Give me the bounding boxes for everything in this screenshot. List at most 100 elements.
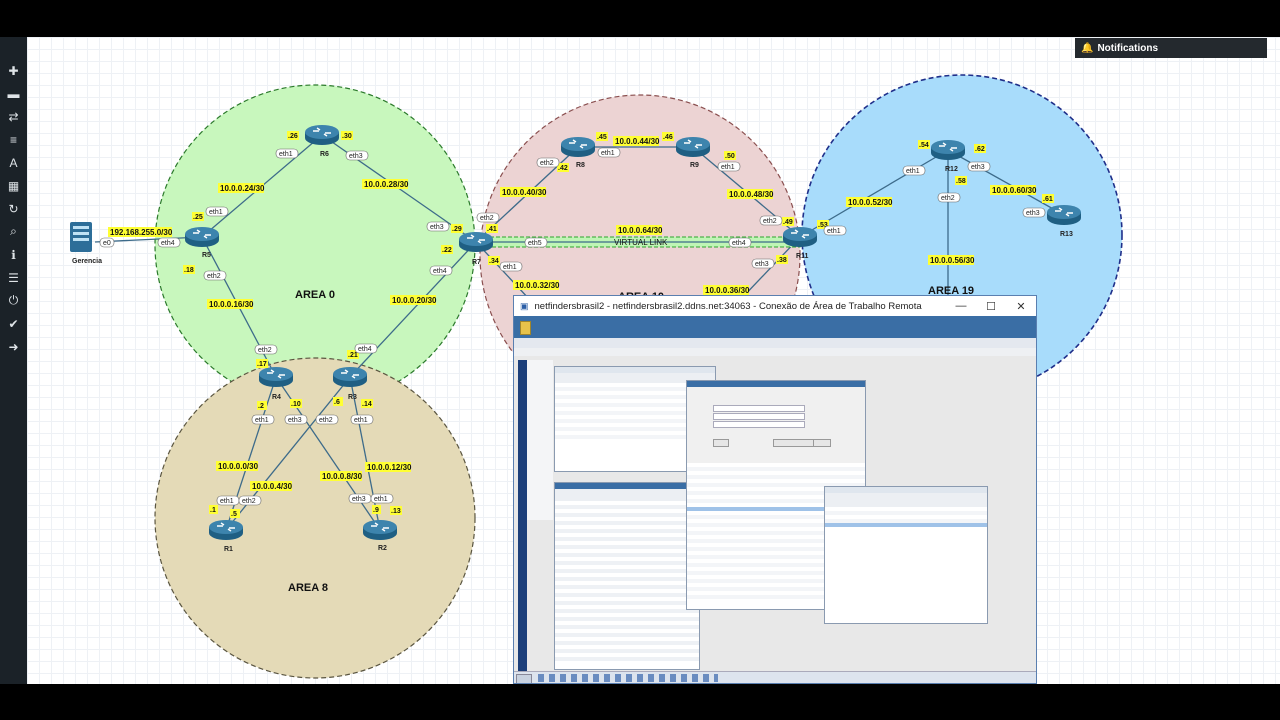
interface-pill: eth1 xyxy=(276,149,298,158)
interface-pill: eth2 xyxy=(477,213,499,222)
interface-pill: eth2 xyxy=(938,193,960,202)
network-label: 10.0.0.4/30 xyxy=(252,482,293,491)
grid-icon[interactable]: ▦ xyxy=(0,174,27,197)
router-icon[interactable] xyxy=(209,520,243,540)
interface-pill: eth4 xyxy=(729,238,751,247)
refresh-icon[interactable]: ↻ xyxy=(0,197,27,220)
taskbar-app-icons[interactable] xyxy=(538,674,718,682)
winbox-toolbar xyxy=(514,348,1036,356)
svg-text:eth3: eth3 xyxy=(971,164,985,171)
rdp-title-bar[interactable]: ▣ netfindersbrasil2 - netfindersbrasil2.… xyxy=(514,296,1036,316)
interface-pill: eth4 xyxy=(355,344,377,353)
interface-pill: eth2 xyxy=(239,496,261,505)
winbox-menu xyxy=(527,360,553,520)
router-icon[interactable] xyxy=(459,232,493,252)
svg-text:eth1: eth1 xyxy=(220,498,234,505)
interface-pill: eth3 xyxy=(349,494,371,503)
address-label: .14 xyxy=(362,401,372,408)
node-icon[interactable]: ▬ xyxy=(0,82,27,105)
notifications-label: Notifications xyxy=(1097,43,1158,54)
text-icon[interactable]: ≡ xyxy=(0,128,27,151)
address-label: .18 xyxy=(184,267,194,274)
network-label: 10.0.0.20/30 xyxy=(392,296,437,305)
virtual-link-label: VIRTUAL LINK xyxy=(614,238,668,247)
router-label: R13 xyxy=(1060,231,1073,238)
folder-icon xyxy=(520,321,531,335)
router-icon[interactable] xyxy=(363,520,397,540)
interface-pill: eth1 xyxy=(206,207,228,216)
info-icon[interactable]: ℹ xyxy=(0,243,27,266)
interface-pill: eth3 xyxy=(285,415,307,424)
address-label: .9 xyxy=(373,507,379,514)
check-icon[interactable]: ✔ xyxy=(0,312,27,335)
network-label: 10.0.0.0/30 xyxy=(218,462,259,471)
interface-pill: eth2 xyxy=(760,216,782,225)
minimize-button[interactable]: — xyxy=(946,300,976,312)
zoom-icon[interactable]: ⌕ xyxy=(0,220,27,243)
power-icon[interactable]: ⏻ xyxy=(0,289,27,312)
sidebar-toolbar: ✚ ▬ ⇄ ≡ A ▦ ↻ ⌕ ℹ ☰ ⏻ ✔ ➜ xyxy=(0,37,27,684)
svg-text:eth1: eth1 xyxy=(255,417,269,424)
router-icon[interactable] xyxy=(185,227,219,247)
notifications-button[interactable]: 🔔 Notifications xyxy=(1075,38,1267,58)
svg-text:eth2: eth2 xyxy=(319,417,333,424)
export-icon[interactable]: ➜ xyxy=(0,335,27,358)
router-label: R12 xyxy=(945,166,958,173)
address-label: .58 xyxy=(956,178,966,185)
address-label: .21 xyxy=(348,352,358,359)
svg-text:eth4: eth4 xyxy=(433,268,447,275)
router-icon[interactable] xyxy=(783,227,817,247)
svg-text:eth2: eth2 xyxy=(258,347,272,354)
address-label: .6 xyxy=(334,399,340,406)
address-label: .5 xyxy=(231,511,237,518)
router-label: R4 xyxy=(272,394,281,401)
interface-pill: eth1 xyxy=(903,166,925,175)
remote-desktop-content[interactable] xyxy=(514,338,1036,683)
interface-pill: eth5 xyxy=(525,238,547,247)
plus-icon[interactable]: ✚ xyxy=(0,59,27,82)
router-icon[interactable] xyxy=(561,137,595,157)
address-label: .62 xyxy=(975,146,985,153)
close-button[interactable]: ✕ xyxy=(1006,300,1036,313)
network-label: 10.0.0.32/30 xyxy=(515,281,560,290)
svg-text:eth2: eth2 xyxy=(480,215,494,222)
router-icon[interactable] xyxy=(931,140,965,160)
router-icon[interactable] xyxy=(1047,205,1081,225)
list-icon[interactable]: ☰ xyxy=(0,266,27,289)
svg-text:eth4: eth4 xyxy=(161,240,175,247)
neighbor-list-window[interactable] xyxy=(824,486,988,624)
svg-text:eth2: eth2 xyxy=(242,498,256,505)
interface-pill: eth3 xyxy=(1023,208,1045,217)
maximize-button[interactable]: ☐ xyxy=(976,300,1006,313)
address-label: .61 xyxy=(1043,196,1053,203)
router-icon[interactable] xyxy=(305,125,339,145)
network-label: 10.0.0.56/30 xyxy=(930,256,975,265)
address-label: .30 xyxy=(342,133,352,140)
svg-text:eth1: eth1 xyxy=(721,164,735,171)
route-list-window[interactable] xyxy=(554,482,700,670)
svg-text:eth1: eth1 xyxy=(601,150,615,157)
address-label: .2 xyxy=(258,403,264,410)
network-label: 10.0.0.40/30 xyxy=(502,188,547,197)
address-label: .26 xyxy=(288,133,298,140)
server-icon[interactable] xyxy=(70,222,92,252)
remote-taskbar[interactable] xyxy=(514,671,1036,683)
link-icon[interactable]: ⇄ xyxy=(0,105,27,128)
svg-text:eth1: eth1 xyxy=(209,209,223,216)
router-icon[interactable] xyxy=(676,137,710,157)
winbox-side-strip xyxy=(518,360,527,678)
address-label: .46 xyxy=(663,134,673,141)
start-button[interactable] xyxy=(516,674,532,683)
router-icon[interactable] xyxy=(333,367,367,387)
svg-text:e0: e0 xyxy=(103,240,111,247)
svg-text:eth1: eth1 xyxy=(279,151,293,158)
interface-pill: eth4 xyxy=(158,238,180,247)
network-label: 10.0.0.44/30 xyxy=(615,137,660,146)
remote-desktop-window[interactable]: ▣ netfindersbrasil2 - netfindersbrasil2.… xyxy=(513,295,1037,684)
text-format-icon[interactable]: A xyxy=(0,151,27,174)
interface-pill: eth1 xyxy=(217,496,239,505)
interface-pill: eth3 xyxy=(968,162,990,171)
network-label: 10.0.0.52/30 xyxy=(848,198,893,207)
interface-pill: eth1 xyxy=(598,148,620,157)
router-icon[interactable] xyxy=(259,367,293,387)
